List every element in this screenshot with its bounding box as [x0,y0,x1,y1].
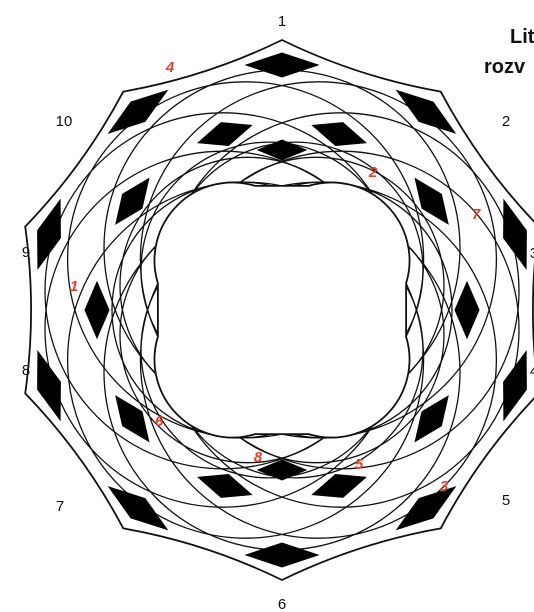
clue-number-5: 5 [355,456,364,473]
clue-number-2: 2 [368,164,378,181]
sector-number-2: 2 [502,113,510,130]
title-line-2: rozv [484,56,525,79]
sector-number-10: 10 [56,113,73,130]
black-diamond-cell [258,460,306,480]
sector-number-1: 1 [278,13,286,30]
sector-number-6: 6 [278,596,286,612]
clue-number-6: 6 [155,413,164,430]
clue-number-4: 4 [165,59,175,76]
black-diamond-cell [415,179,448,224]
center-quatrefoil [154,182,409,437]
sector-number-3: 3 [530,245,534,262]
sector-number-5: 5 [502,492,510,509]
sector-number-7: 7 [56,498,64,515]
sector-number-9: 9 [22,244,30,261]
black-diamond-cell [109,91,167,133]
clue-number-8: 8 [254,449,263,466]
black-diamond-cell [246,53,318,77]
black-diamond-cell [116,179,149,224]
sector-number-8: 8 [22,362,30,379]
clue-number-3: 3 [440,478,449,495]
clue-number-7: 7 [472,206,481,223]
black-diamond-cell [109,487,167,529]
black-diamond-cell [85,282,109,338]
center-lobe [154,182,409,437]
black-diamond-cell [246,543,318,567]
clue-number-1: 1 [70,278,78,295]
black-diamond-cell [397,91,455,133]
black-diamond-cell [258,140,306,160]
title-line-1: Lit [510,26,534,49]
black-diamond-cell [116,396,149,441]
black-diamond-cell [415,396,448,441]
sector-number-4: 4 [530,363,534,380]
black-diamond-cell [455,282,479,338]
